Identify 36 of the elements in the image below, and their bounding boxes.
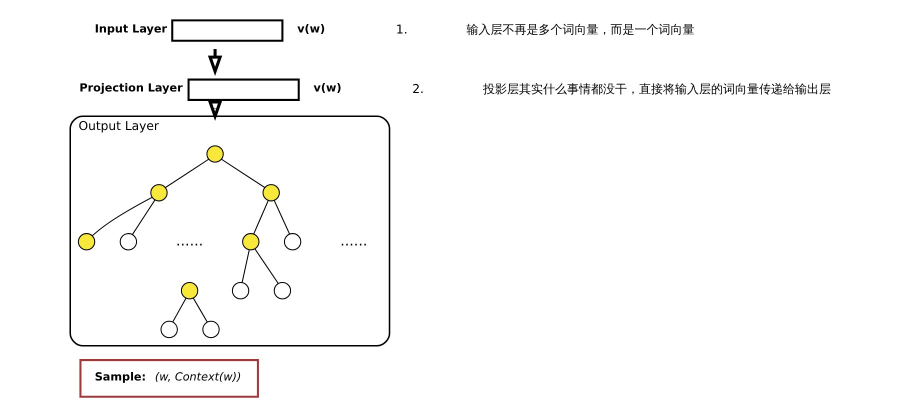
node-label: v(w)	[313, 82, 341, 95]
connector	[273, 200, 290, 234]
connector	[164, 158, 208, 188]
label: 1.	[395, 22, 408, 37]
label: 输入层不再是多个词向量，而是一个词向量	[466, 22, 694, 37]
label: 投影层其实什么事情都没干，直接将输入层的词向量传递给输出层	[482, 82, 830, 96]
node-circle	[119, 233, 137, 250]
label: ......	[175, 234, 203, 250]
arrow	[207, 100, 222, 121]
node-box	[187, 78, 300, 101]
node-circle	[150, 184, 168, 202]
node-circle	[160, 320, 178, 338]
connector	[252, 200, 268, 234]
node-circle	[231, 282, 249, 300]
connector	[254, 248, 278, 284]
node-box: Sample: (w, Context(w))	[78, 359, 258, 398]
connector	[132, 200, 155, 235]
label: 2.	[412, 82, 424, 96]
node-circle	[202, 320, 220, 338]
connector	[241, 250, 250, 283]
node-circle	[242, 233, 259, 250]
node-label: Projection Layer	[78, 82, 182, 95]
node-label: Input Layer	[94, 22, 167, 36]
connector	[92, 196, 152, 236]
node-circle	[77, 233, 95, 250]
node-label: v(w)	[296, 22, 325, 36]
node-circle	[206, 145, 224, 163]
node-circle	[180, 282, 198, 300]
connector	[172, 298, 186, 322]
connector	[220, 158, 265, 188]
label: ......	[340, 234, 367, 250]
node-circle	[283, 233, 301, 250]
node-circle	[262, 184, 280, 202]
connector	[192, 298, 208, 322]
node-circle	[273, 282, 291, 300]
node-box	[170, 19, 283, 42]
